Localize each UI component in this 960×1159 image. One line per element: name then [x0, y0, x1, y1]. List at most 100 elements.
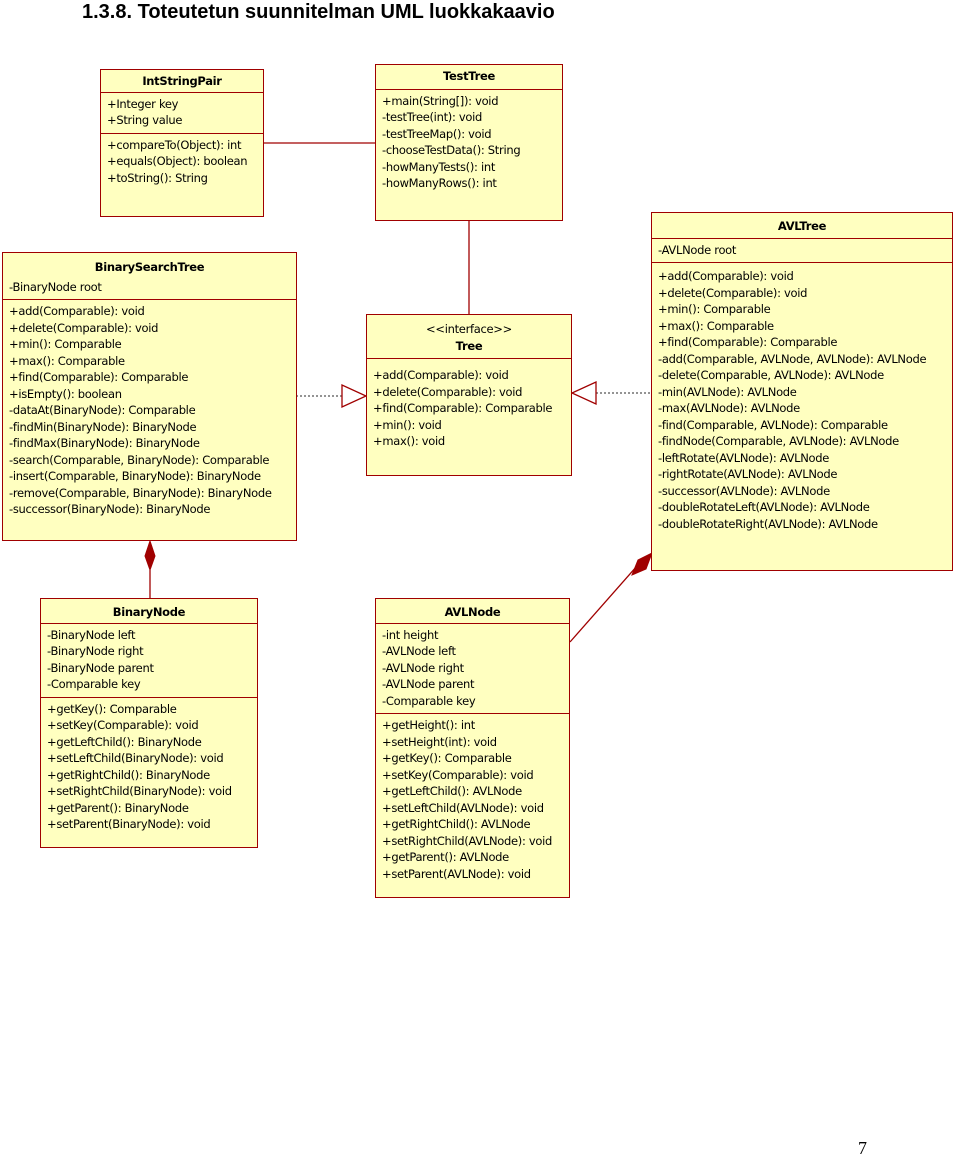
operation: -min(AVLNode): AVLNode	[658, 384, 797, 399]
operations-section: +add(Comparable): void +delete(Comparabl…	[652, 262, 952, 536]
operation: +find(Comparable): Comparable	[373, 401, 553, 415]
attribute: +Integer key	[107, 96, 179, 111]
operation: +setKey(Comparable): void	[47, 718, 199, 732]
operation: +add(Comparable): void	[658, 269, 794, 283]
attribute: -BinaryNode left	[47, 627, 136, 642]
operation: +setRightChild(AVLNode): void	[382, 833, 553, 848]
operation: +min(): Comparable	[658, 302, 771, 316]
class-name: IntStringPair	[142, 74, 222, 88]
realization-avltree-tree-arrowhead	[570, 380, 597, 406]
operation: +delete(Comparable): void	[9, 320, 159, 335]
composition-avltree-avlnode-diamond	[631, 551, 653, 576]
attribute: -AVLNode root	[658, 242, 737, 257]
operation: +getHeight(): int	[382, 718, 475, 732]
operation: -add(Comparable, AVLNode, AVLNode): AVLN…	[658, 351, 927, 366]
realization-bst-tree-arrowhead	[341, 383, 368, 409]
attributes-section: -int height -AVLNode left -AVLNode right…	[376, 622, 569, 714]
operation: +max(): void	[373, 434, 445, 448]
operation: +setRightChild(BinaryNode): void	[47, 784, 232, 798]
attribute: -AVLNode left	[382, 644, 456, 658]
operation: -doubleRotateLeft(AVLNode): AVLNode	[658, 500, 870, 514]
operation: +delete(Comparable): void	[658, 285, 808, 300]
operation: +min(): Comparable	[9, 337, 122, 351]
operation: -howManyRows(): int	[382, 176, 497, 190]
interface-tree[interactable]: <<interface>> Tree +add(Comparable): voi…	[366, 314, 572, 476]
attribute: -BinaryNode parent	[47, 660, 154, 675]
operations-section: +main(String[]): void -testTree(int): vo…	[376, 88, 562, 196]
operation: -successor(BinaryNode): BinaryNode	[9, 502, 211, 516]
operation: +getLeftChild(): BinaryNode	[47, 734, 202, 749]
operation: -delete(Comparable, AVLNode): AVLNode	[658, 368, 884, 382]
operation: +getRightChild(): BinaryNode	[47, 767, 210, 782]
operation: +getParent(): BinaryNode	[47, 800, 189, 815]
class-intstringpair[interactable]: IntStringPair +Integer key +String value…	[100, 69, 264, 217]
class-avlnode[interactable]: AVLNode -int height -AVLNode left -AVLNo…	[375, 598, 570, 898]
operation: +max(): Comparable	[658, 318, 774, 333]
class-binarynode[interactable]: BinaryNode -BinaryNode left -BinaryNode …	[40, 598, 258, 848]
operation: +setParent(AVLNode): void	[382, 866, 531, 881]
attribute: -BinaryNode right	[47, 644, 144, 658]
class-name: BinarySearchTree	[94, 260, 205, 274]
attribute: -Comparable key	[47, 677, 141, 691]
operation: +setLeftChild(BinaryNode): void	[47, 751, 224, 765]
operation: -leftRotate(AVLNode): AVLNode	[658, 450, 830, 465]
operation: +find(Comparable): Comparable	[658, 335, 838, 349]
operation: -findMax(BinaryNode): BinaryNode	[9, 436, 200, 450]
attribute: +String value	[107, 113, 183, 127]
operations-section: +compareTo(Object): int +equals(Object):…	[101, 132, 263, 191]
operation: +add(Comparable): void	[9, 304, 145, 318]
class-testtree[interactable]: TestTree +main(String[]): void -testTree…	[375, 64, 563, 221]
operation: -remove(Comparable, BinaryNode): BinaryN…	[9, 485, 272, 500]
attribute: -int height	[382, 627, 439, 642]
page-number: 7	[858, 1138, 867, 1158]
operation: +setKey(Comparable): void	[382, 767, 534, 782]
class-binarysearchtree[interactable]: BinarySearchTree -BinaryNode root +add(C…	[2, 252, 297, 541]
operation: +find(Comparable): Comparable	[9, 370, 189, 384]
attribute: -AVLNode parent	[382, 677, 475, 691]
operation: -findNode(Comparable, AVLNode): AVLNode	[658, 434, 899, 448]
operation: +setLeftChild(AVLNode): void	[382, 800, 544, 815]
operation: +setParent(BinaryNode): void	[47, 817, 211, 831]
operation: -search(Comparable, BinaryNode): Compara…	[9, 452, 270, 467]
operation: -dataAt(BinaryNode): Comparable	[9, 403, 196, 417]
stereotype-label: <<interface>>	[426, 322, 512, 336]
operation: +equals(Object): boolean	[107, 154, 248, 168]
class-name: AVLNode	[444, 605, 501, 619]
operation: +toString(): String	[107, 170, 208, 185]
class-name: AVLTree	[777, 219, 827, 233]
attributes-section: -BinaryNode left -BinaryNode right -Bina…	[41, 622, 257, 697]
operation: +setHeight(int): void	[382, 734, 497, 749]
operation: +getKey(): Comparable	[47, 701, 177, 716]
operation: -testTreeMap(): void	[382, 126, 492, 141]
attribute: -Comparable key	[382, 693, 476, 708]
operations-section: +getKey(): Comparable +setKey(Comparable…	[41, 696, 257, 837]
operation: -findMin(BinaryNode): BinaryNode	[9, 419, 197, 434]
attributes-section: -BinaryNode root	[3, 276, 296, 300]
page-title: 1.3.8. Toteutetun suunnitelman UML luokk…	[82, 1, 555, 23]
operation: +getKey(): Comparable	[382, 751, 512, 765]
attribute: -BinaryNode root	[9, 279, 102, 294]
operation: +max(): Comparable	[9, 353, 125, 368]
attributes-section: -AVLNode root	[652, 237, 952, 263]
operations-section: +add(Comparable): void +delete(Comparabl…	[367, 358, 571, 454]
operations-section: +add(Comparable): void +delete(Comparabl…	[3, 299, 296, 522]
operation: -rightRotate(AVLNode): AVLNode	[658, 467, 838, 481]
class-avltree[interactable]: AVLTree -AVLNode root +add(Comparable): …	[651, 212, 953, 571]
composition-avltree-avlnode-line	[569, 565, 638, 643]
operation: +getLeftChild(): AVLNode	[382, 784, 522, 798]
class-name: Tree	[455, 338, 483, 353]
operation: -doubleRotateRight(AVLNode): AVLNode	[658, 516, 878, 531]
operation: -find(Comparable, AVLNode): Comparable	[658, 417, 888, 432]
attribute: -AVLNode right	[382, 660, 464, 675]
operation: +getParent(): AVLNode	[382, 850, 509, 864]
attributes-section: +Integer key +String value	[101, 91, 263, 133]
operation: +isEmpty(): boolean	[9, 386, 122, 401]
operation: +add(Comparable): void	[373, 368, 509, 382]
class-name: BinaryNode	[112, 605, 186, 619]
operation: -chooseTestData(): String	[382, 143, 521, 157]
operation: -successor(AVLNode): AVLNode	[658, 483, 830, 498]
operation: +compareTo(Object): int	[107, 137, 242, 152]
operation: -insert(Comparable, BinaryNode): BinaryN…	[9, 469, 261, 483]
operation: -max(AVLNode): AVLNode	[658, 401, 800, 415]
